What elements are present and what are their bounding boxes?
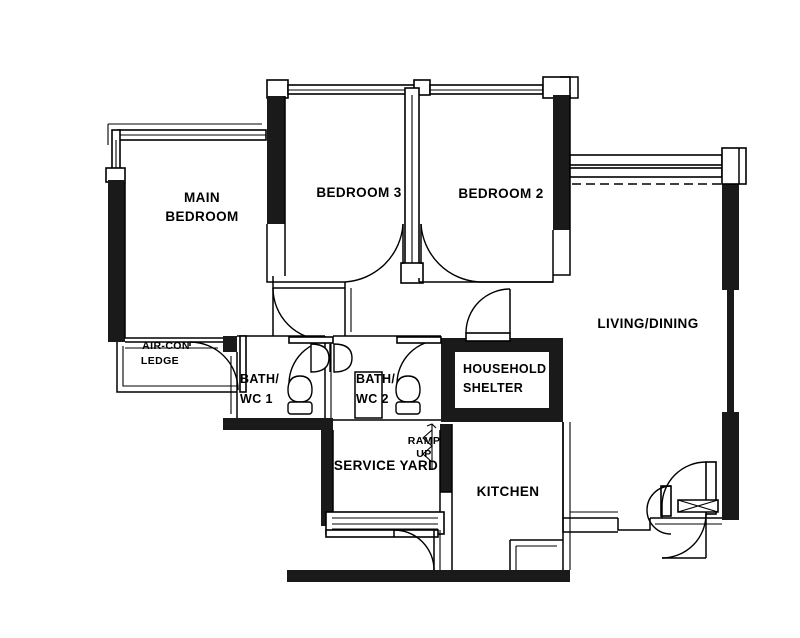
room-label-living-dining: LIVING/DINING	[597, 316, 698, 331]
household-shelter-door[interactable]	[465, 288, 511, 342]
room-label-household-shelter-line1: HOUSEHOLD	[463, 362, 546, 376]
wall-living-right-lower	[722, 412, 739, 520]
room-label-bath-wc-2-line2: WC 2	[356, 392, 389, 406]
wc-2-basin	[310, 343, 330, 373]
wall-bath-bottom	[223, 418, 333, 430]
wall-living-right-middle	[727, 290, 734, 412]
annotation-ramp-line1: RAMP	[408, 435, 441, 447]
air-con-ledge-outline	[116, 341, 238, 418]
service-yard-outline	[325, 430, 445, 538]
bedroom-3-window-top	[266, 79, 416, 99]
wc-2-toilet	[395, 375, 421, 415]
household-shelter-walls	[441, 338, 563, 422]
bedroom-2-door[interactable]	[420, 223, 553, 283]
bath-wc-2-door[interactable]	[396, 336, 442, 385]
room-label-main-bedroom-line2: BEDROOM	[165, 209, 238, 224]
room-label-bath-wc-1-line1: BATH/	[240, 372, 279, 386]
room-label-bath-wc-1-line2: WC 1	[240, 392, 273, 406]
room-label-bedroom-2: BEDROOM 2	[458, 186, 543, 201]
wc-1-basin	[329, 343, 353, 373]
room-label-bath-wc-2-line1: BATH/	[356, 372, 395, 386]
wall-aircon-right-stub	[223, 336, 237, 352]
wall-kitchen-left	[440, 424, 452, 492]
bath-wc-2-outline	[333, 282, 441, 421]
room-label-main-bedroom-line1: MAIN	[184, 190, 220, 205]
wall-bed2-right	[553, 95, 570, 230]
air-con-ledge-door[interactable]	[189, 341, 239, 391]
wall-mainbed-bed3	[267, 96, 285, 224]
bedroom-2-window-top	[413, 76, 579, 99]
wall-bottom-exterior	[287, 570, 570, 582]
main-bedroom-window-top	[105, 123, 267, 183]
bath-wc-1-door[interactable]	[288, 336, 334, 385]
room-label-bedroom-3: BEDROOM 3	[316, 185, 401, 200]
wall-bed3-inner	[266, 224, 345, 283]
kitchen-counter	[509, 539, 563, 570]
wc-1-toilet	[287, 375, 313, 415]
wall-bed3-bed2-partition	[400, 87, 424, 284]
ramp-up-marker	[422, 423, 437, 470]
wall-living-right-upper	[722, 182, 739, 290]
kitchen-service-door[interactable]	[393, 529, 441, 571]
wall-left-exterior	[108, 180, 125, 338]
annotation-ramp-line2: UP	[416, 448, 431, 460]
wall-serviceyard-left	[321, 418, 333, 526]
room-label-aircon-line2: LEDGE	[141, 355, 179, 367]
room-label-service-yard: SERVICE YARD	[334, 458, 438, 473]
living-dining-window	[569, 147, 747, 185]
bedroom-3-door[interactable]	[344, 223, 404, 283]
room-label-household-shelter-line2: SHELTER	[463, 381, 523, 395]
living-dining-outline	[562, 422, 722, 533]
main-entrance-door[interactable]	[646, 461, 719, 559]
wall-left-stub	[108, 330, 125, 342]
room-label-kitchen: KITCHEN	[477, 484, 540, 499]
room-label-aircon-line1: AIR-CON	[142, 340, 190, 352]
